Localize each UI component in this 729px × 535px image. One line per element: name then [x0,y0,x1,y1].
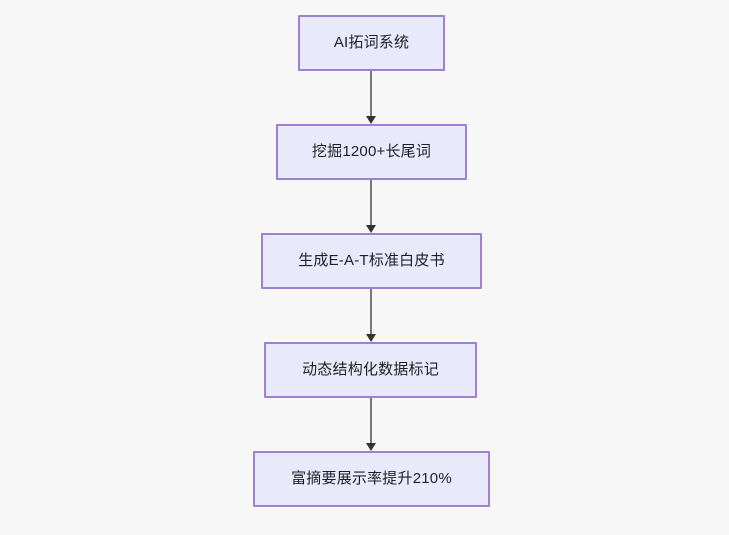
node-label: 生成E-A-T标准白皮书 [298,252,445,269]
edge-line [370,71,372,116]
arrowhead-icon [366,116,376,124]
edge-node-1-to-node-2 [366,71,376,124]
edge-node-2-to-node-3 [366,180,376,233]
flowchart-node-mine-longtail-keywords[interactable]: 挖掘1200+长尾词 [276,124,467,180]
edge-node-4-to-node-5 [366,398,376,451]
edge-line [370,398,372,443]
arrowhead-icon [366,334,376,342]
flowchart-node-dynamic-structured-data-markup[interactable]: 动态结构化数据标记 [264,342,477,398]
flowchart-node-rich-snippet-rate-increase[interactable]: 富摘要展示率提升210% [253,451,490,507]
edge-line [370,180,372,225]
arrowhead-icon [366,225,376,233]
flowchart-node-generate-eat-whitepaper[interactable]: 生成E-A-T标准白皮书 [261,233,482,289]
node-label: 富摘要展示率提升210% [291,470,452,487]
edge-line [370,289,372,334]
flowchart-node-ai-keyword-system[interactable]: AI拓词系统 [298,15,445,71]
arrowhead-icon [366,443,376,451]
node-label: AI拓词系统 [333,34,410,51]
edge-node-3-to-node-4 [366,289,376,342]
node-label: 动态结构化数据标记 [302,361,439,378]
node-label: 挖掘1200+长尾词 [311,143,432,160]
